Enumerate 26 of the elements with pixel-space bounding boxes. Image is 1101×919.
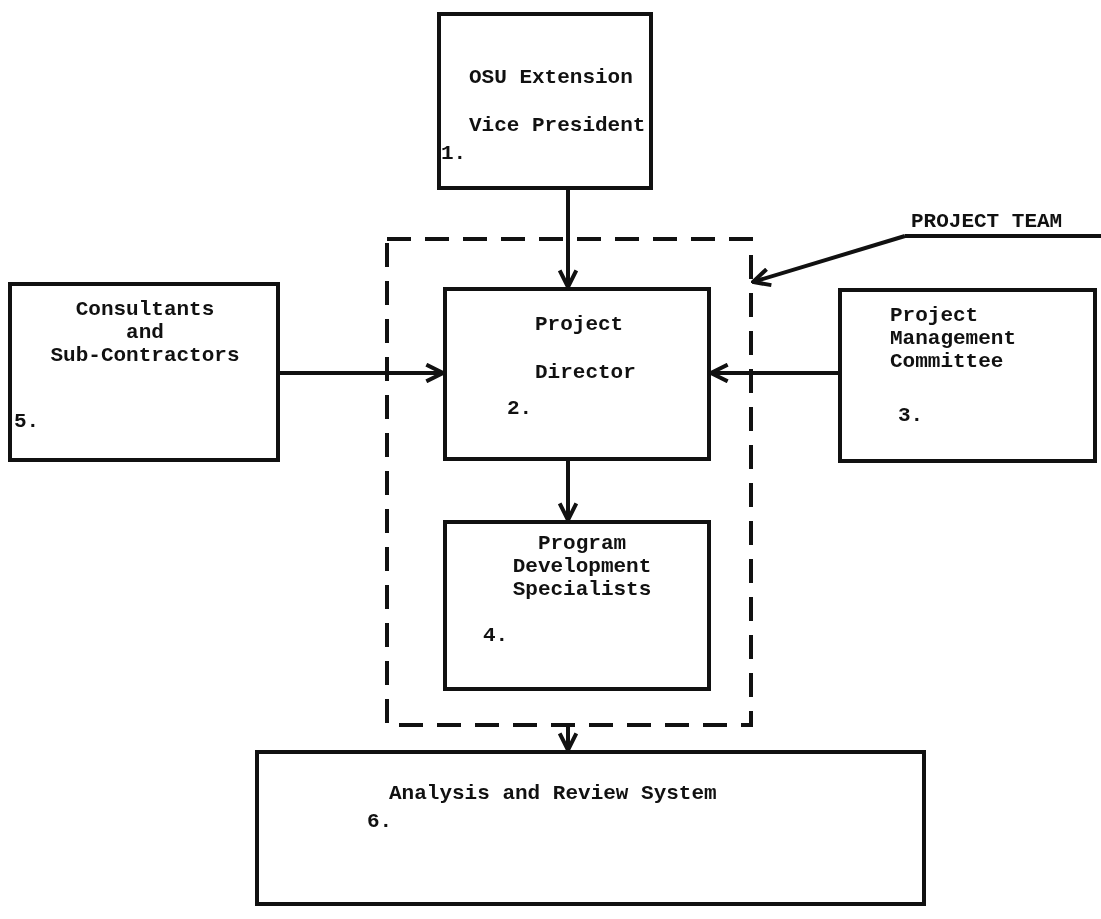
- leader-arrow: [751, 234, 906, 288]
- group-label: PROJECT TEAM: [911, 210, 1064, 233]
- box-number: 3.: [898, 404, 925, 427]
- arrow: [557, 727, 579, 752]
- box-number: 1.: [441, 142, 468, 165]
- org-box: [838, 288, 1097, 463]
- org-box: [443, 287, 711, 461]
- role-title: Analysis and Review System: [389, 782, 718, 805]
- box-number: 2.: [507, 397, 534, 420]
- box-number: 6.: [367, 810, 394, 833]
- arrow: [557, 461, 579, 522]
- box-number: 4.: [483, 624, 510, 647]
- org-box: [255, 750, 926, 906]
- org-box: [8, 282, 280, 462]
- org-box: [437, 12, 653, 190]
- arrow: [709, 362, 838, 384]
- org-box: [443, 520, 711, 691]
- box-number: 5.: [14, 410, 41, 433]
- arrow: [557, 190, 579, 289]
- role-title: Consultants and Sub-Contractors: [49, 298, 241, 367]
- dashed-group-outline: [385, 237, 753, 727]
- role-title: Program Development Specialists: [511, 532, 653, 601]
- arrow: [280, 362, 445, 384]
- role-title: Project Director: [535, 312, 637, 386]
- role-title: Project Management Committee: [890, 304, 1018, 373]
- role-title: OSU Extension Vice President: [469, 65, 647, 139]
